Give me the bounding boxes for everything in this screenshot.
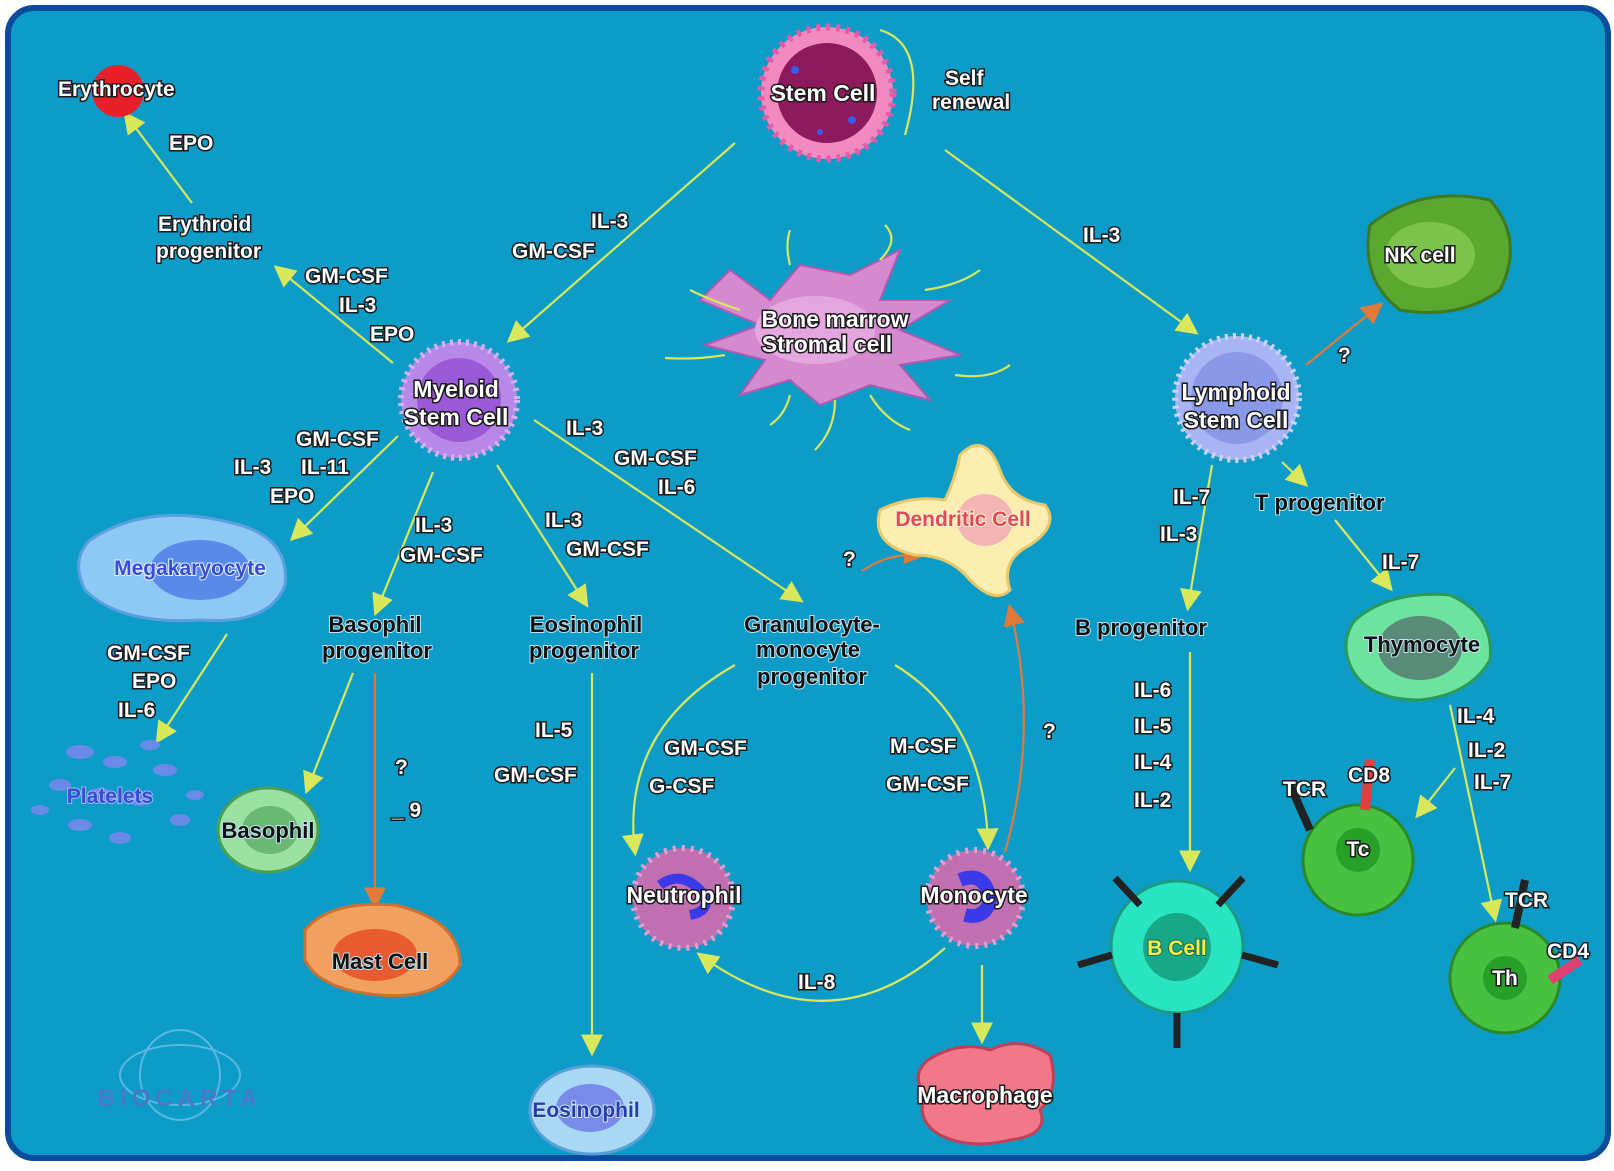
- factor-il8: IL-8: [798, 971, 836, 994]
- factor-eos-2: GM-CSF: [566, 538, 649, 561]
- neutrophil-label: Neutrophil: [627, 882, 742, 908]
- factor-neut-2: G-CSF: [649, 775, 715, 798]
- nk-label: NK cell: [1384, 244, 1455, 267]
- nk-question: ?: [1338, 344, 1351, 367]
- factor-epo: EPO: [169, 132, 213, 155]
- platelets-label: Platelets: [67, 785, 153, 808]
- factor-mega-4: EPO: [270, 485, 314, 508]
- erythroid-label-1: Erythroid: [158, 213, 251, 236]
- factor-b-1: IL-7: [1173, 486, 1210, 509]
- stem-cell-label: Stem Cell: [771, 80, 876, 106]
- macrophage-label: Macrophage: [917, 1082, 1052, 1108]
- factor-t-2: IL-2: [1468, 739, 1505, 762]
- gm-prog-label-3: progenitor: [757, 664, 867, 689]
- factor-b-2: IL-3: [1160, 523, 1197, 546]
- factor-platelet-1: GM-CSF: [107, 642, 190, 665]
- factor-bcell-3: IL-4: [1134, 751, 1172, 774]
- th-label: Th: [1492, 967, 1518, 990]
- b-progenitor-label: B progenitor: [1075, 615, 1207, 640]
- factor-t-3: IL-7: [1474, 771, 1511, 794]
- basophil-label: Basophil: [222, 818, 315, 843]
- factor-t-il7: IL-7: [1382, 551, 1419, 574]
- eosinophil-prog-label-1: Eosinophil: [530, 612, 642, 637]
- factor-neut-1: GM-CSF: [664, 737, 747, 760]
- tcr-label-th: TCR: [1505, 889, 1548, 912]
- mast-factor-partial: _ 9: [391, 799, 421, 822]
- gm-prog-label-2: monocyte: [756, 637, 860, 662]
- self-renewal-label-1: Self: [945, 67, 985, 90]
- factor-platelet-2: EPO: [132, 670, 176, 693]
- t-progenitor-label: T progenitor: [1255, 490, 1385, 515]
- tc-label: Tc: [1347, 838, 1370, 861]
- factor-stem-lymphoid: IL-3: [1083, 224, 1120, 247]
- b-cell-label: B Cell: [1147, 937, 1207, 960]
- lymphoid-label-1: Lymphoid: [1181, 379, 1290, 405]
- mast-question: ?: [395, 756, 408, 779]
- mast-cell-label: Mast Cell: [332, 949, 429, 974]
- thymocyte-label: Thymocyte: [1364, 632, 1480, 657]
- factor-eos-final-1: IL-5: [535, 719, 573, 742]
- factor-mega-2: IL-3: [234, 456, 271, 479]
- factor-stem-myeloid-2: GM-CSF: [512, 240, 595, 263]
- factor-mono-2: GM-CSF: [886, 773, 969, 796]
- stromal-label-1: Bone marrow: [762, 306, 909, 332]
- factor-gm-3: IL-6: [658, 476, 695, 499]
- factor-platelet-3: IL-6: [118, 699, 155, 722]
- self-renewal-label-2: renewal: [932, 91, 1010, 114]
- factor-mega-1: GM-CSF: [296, 428, 379, 451]
- factor-eos-1: IL-3: [545, 509, 582, 532]
- basophil-prog-label-2: progenitor: [322, 638, 432, 663]
- factor-baso-2: GM-CSF: [400, 544, 483, 567]
- tcr-label-tc: TCR: [1283, 778, 1326, 801]
- factor-mono-1: M-CSF: [890, 735, 957, 758]
- eosinophil-prog-label-2: progenitor: [529, 638, 639, 663]
- factor-gm-2: GM-CSF: [614, 447, 697, 470]
- factor-eos-final-2: GM-CSF: [494, 764, 577, 787]
- basophil-prog-label-1: Basophil: [329, 612, 422, 637]
- factor-bcell-1: IL-6: [1134, 679, 1171, 702]
- lymphoid-label-2: Stem Cell: [1184, 407, 1289, 433]
- factor-t-1: IL-4: [1457, 705, 1495, 728]
- monocyte-label: Monocyte: [920, 882, 1027, 908]
- factor-baso-1: IL-3: [415, 514, 452, 537]
- myeloid-label-2: Stem Cell: [404, 404, 509, 430]
- dendritic-question-2: ?: [1043, 720, 1056, 743]
- eosinophil-label: Eosinophil: [532, 1099, 639, 1122]
- factor-erythroid-3: EPO: [370, 323, 414, 346]
- dendritic-label: Dendritic Cell: [895, 508, 1030, 531]
- factor-stem-myeloid-1: IL-3: [591, 210, 628, 233]
- factor-bcell-2: IL-5: [1134, 715, 1172, 738]
- factor-mega-3: IL-11: [301, 456, 349, 479]
- cd8-label: CD8: [1348, 764, 1390, 787]
- gm-prog-label-1: Granulocyte-: [744, 612, 880, 637]
- myeloid-label-1: Myeloid: [413, 376, 499, 402]
- erythroid-label-2: progenitor: [156, 240, 261, 263]
- erythrocyte-label: Erythrocyte: [58, 78, 175, 101]
- dendritic-question-1: ?: [843, 548, 856, 571]
- cd4-label: CD4: [1547, 940, 1589, 963]
- factor-erythroid-1: GM-CSF: [305, 265, 388, 288]
- factor-bcell-4: IL-2: [1134, 789, 1171, 812]
- factor-erythroid-2: IL-3: [339, 294, 376, 317]
- biocarta-logo-text: BIOCARTA: [98, 1085, 263, 1112]
- factor-gm-1: IL-3: [566, 417, 603, 440]
- stromal-label-2: Stromal cell: [762, 331, 892, 357]
- megakaryocyte-label: Megakaryocyte: [114, 557, 266, 580]
